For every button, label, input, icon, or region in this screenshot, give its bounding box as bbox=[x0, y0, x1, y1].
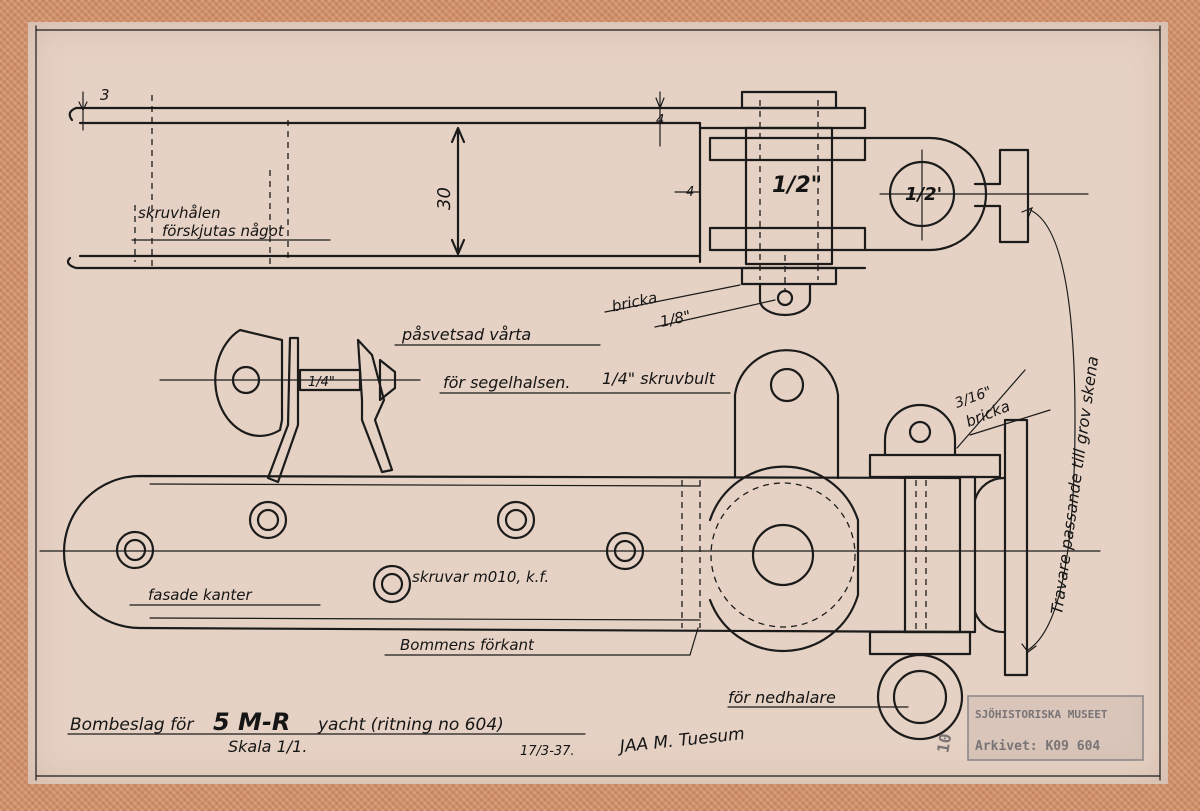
stamp-box bbox=[967, 695, 1144, 761]
title-prefix: Bombeslag för bbox=[70, 715, 194, 735]
note-welded-2: för segelhalsen. bbox=[443, 373, 571, 392]
side-view-fitting bbox=[39, 206, 1101, 741]
signature: JAA M. Tuesum bbox=[616, 724, 746, 757]
drawing-date: 17/3-37. bbox=[520, 744, 575, 759]
archive-stamp: SJÖHISTORISKA MUSEET Arkivet: K09 604 10 bbox=[933, 695, 1144, 761]
dim-plate-thickness: 4 bbox=[656, 113, 664, 128]
note-screw-holes-2: förskjutas något bbox=[162, 222, 285, 240]
note-boom-front: Bommens förkant bbox=[400, 636, 535, 654]
frame-lines bbox=[35, 25, 1161, 781]
title-suffix: yacht (ritning no 604) bbox=[317, 715, 504, 735]
note-screw-holes-1: skruvhålen bbox=[138, 204, 221, 222]
dim-height: 30 bbox=[434, 187, 455, 210]
dim-bolt: 1/4" bbox=[308, 375, 335, 390]
stamp-number: 10 bbox=[933, 732, 955, 754]
stamp-line2: Arkivet: K09 604 bbox=[975, 739, 1100, 754]
dimension-labels: 3 4 30 4 1/2" 1/2' 1/4" 3/16" bbox=[100, 86, 994, 412]
note-chamfered: fasade kanter bbox=[148, 586, 252, 604]
dim-side-gap: 4 bbox=[686, 185, 694, 200]
scale-label: Skala 1/1. bbox=[228, 737, 307, 756]
stamp-line1: SJÖHISTORISKA MUSEET bbox=[975, 707, 1108, 721]
title-block: Bombeslag för 5 M-R yacht (ritning no 60… bbox=[67, 708, 746, 759]
note-washer-size: 1/8" bbox=[658, 307, 692, 331]
note-washer-top: bricka bbox=[610, 288, 659, 315]
note-screws: skruvar m010, k.f. bbox=[412, 568, 549, 586]
title-class: 5 M-R bbox=[213, 708, 290, 736]
dim-pin-main: 1/2" bbox=[772, 173, 822, 198]
note-bolt: 1/4" skruvbult bbox=[602, 369, 716, 388]
dim-top-offset: 3 bbox=[100, 86, 110, 104]
dim-pin-eye: 1/2' bbox=[905, 184, 942, 205]
note-welded-1: påsvetsad vårta bbox=[401, 325, 531, 344]
note-downhaul: för nedhalare bbox=[728, 688, 836, 707]
top-view-fitting bbox=[66, 90, 1089, 328]
drawing-paper bbox=[28, 22, 1168, 784]
